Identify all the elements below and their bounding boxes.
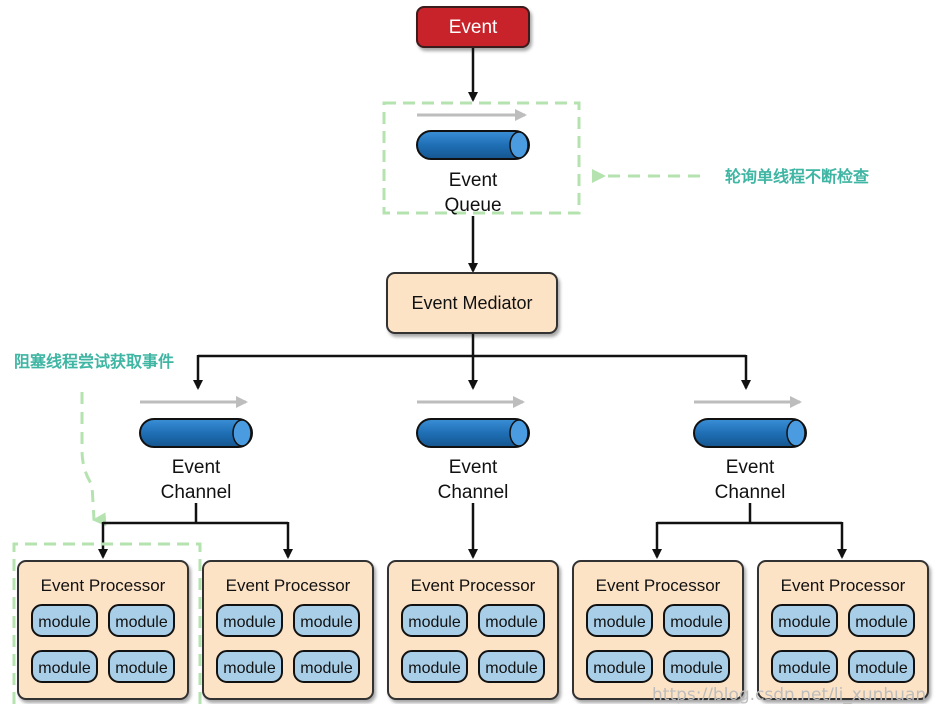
module: module xyxy=(771,650,838,683)
module: module xyxy=(771,604,838,637)
processor-title: Event Processor xyxy=(596,576,721,595)
module-label: module xyxy=(115,660,168,677)
module-label: module xyxy=(408,614,461,631)
channel-label-line2: Channel xyxy=(715,482,786,503)
module: module xyxy=(401,604,468,637)
module: module xyxy=(848,604,915,637)
queue-label-line2: Queue xyxy=(444,195,501,216)
module: module xyxy=(216,604,283,637)
event-processor-3: Event Processor module module module mod… xyxy=(387,560,559,700)
event-label: Event xyxy=(449,17,498,38)
event-processor-4: Event Processor module module module mod… xyxy=(572,560,744,700)
mediator-label: Event Mediator xyxy=(411,293,532,313)
blocking-highlight-frame xyxy=(12,542,202,704)
channel-label-line1: Event xyxy=(726,457,775,478)
module: module xyxy=(31,650,98,683)
module-label: module xyxy=(485,614,538,631)
module-label: module xyxy=(223,660,276,677)
module: module xyxy=(31,604,98,637)
module: module xyxy=(108,650,175,683)
channel-pipe-icon xyxy=(693,418,807,448)
event-mediator-node: Event Mediator xyxy=(386,272,558,334)
processor-title: Event Processor xyxy=(226,576,351,595)
event-node: Event xyxy=(416,6,530,48)
module-label: module xyxy=(593,660,646,677)
event-channel-3: Event Channel xyxy=(693,396,807,503)
module-label: module xyxy=(670,660,723,677)
module: module xyxy=(848,650,915,683)
queue-label-line1: Event xyxy=(449,170,498,191)
module-label: module xyxy=(670,614,723,631)
module-label: module xyxy=(223,614,276,631)
channel-label-line1: Event xyxy=(449,457,498,478)
channel-label-line2: Channel xyxy=(438,482,509,503)
module: module xyxy=(663,604,730,637)
module: module xyxy=(293,650,360,683)
processor-title: Event Processor xyxy=(781,576,906,595)
module-label: module xyxy=(855,614,908,631)
module: module xyxy=(478,650,545,683)
module: module xyxy=(586,650,653,683)
processor-title: Event Processor xyxy=(41,576,166,595)
mediator-branches xyxy=(193,334,751,390)
module-label: module xyxy=(300,660,353,677)
module-label: module xyxy=(38,660,91,677)
channel-1-branches xyxy=(98,503,293,559)
module-label: module xyxy=(408,660,461,677)
module-label: module xyxy=(778,614,831,631)
module: module xyxy=(293,604,360,637)
module-label: module xyxy=(115,614,168,631)
module-label: module xyxy=(38,614,91,631)
module: module xyxy=(663,650,730,683)
event-processor-5: Event Processor module module module mod… xyxy=(757,560,929,700)
channel-label-line1: Event xyxy=(172,457,221,478)
module: module xyxy=(108,604,175,637)
module: module xyxy=(478,604,545,637)
module: module xyxy=(586,604,653,637)
event-processor-2: Event Processor module module module mod… xyxy=(202,560,374,700)
watermark: https://blog.csdn.net/li_xunhuan xyxy=(652,685,926,704)
blocking-annotation: 阻塞线程尝试获取事件 xyxy=(14,352,174,371)
polling-highlight-frame xyxy=(382,101,581,215)
module-label: module xyxy=(593,614,646,631)
processor-title: Event Processor xyxy=(411,576,536,595)
blocking-annotation-arrow xyxy=(80,392,107,527)
event-processor-1: Event Processor module module module mod… xyxy=(17,560,189,700)
module: module xyxy=(401,650,468,683)
channel-label-line2: Channel xyxy=(161,482,232,503)
module: module xyxy=(216,650,283,683)
module-label: module xyxy=(778,660,831,677)
channel-3-branches xyxy=(652,503,847,559)
event-channel-2: Event Channel xyxy=(416,396,530,503)
event-channel-1: Event Channel xyxy=(139,396,253,503)
queue-pipe-icon xyxy=(416,130,530,160)
module-label: module xyxy=(300,614,353,631)
module-label: module xyxy=(855,660,908,677)
channel-pipe-icon xyxy=(139,418,253,448)
polling-annotation: 轮询单线程不断检查 xyxy=(725,167,869,186)
channel-pipe-icon xyxy=(416,418,530,448)
module-label: module xyxy=(485,660,538,677)
event-queue: Event Queue xyxy=(416,109,530,216)
